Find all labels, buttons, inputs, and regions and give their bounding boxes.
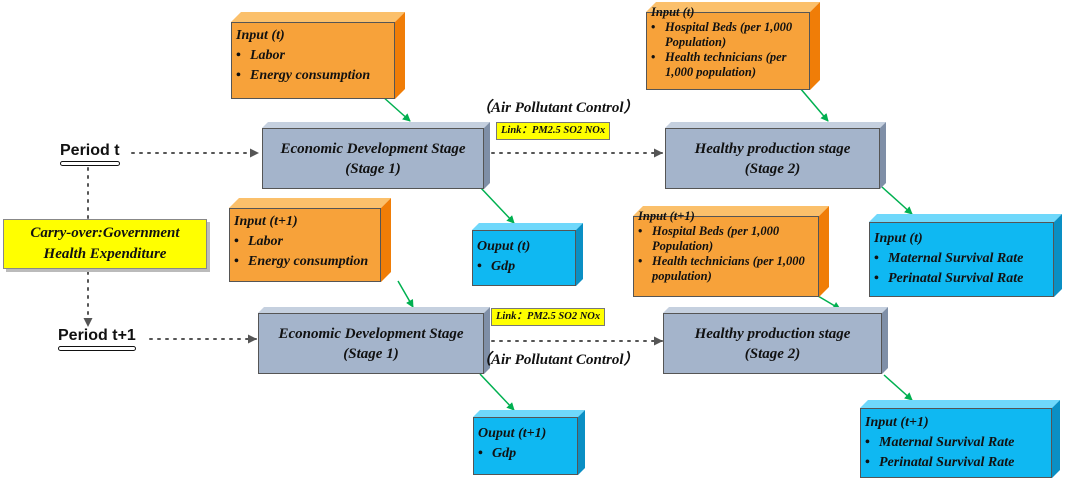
input-stage1-t-to-stage1-arrow: [381, 95, 411, 122]
output-stage2-t-item: Perinatal Survival Rate: [874, 269, 1049, 289]
stage1-t1-to-output-arrow: [479, 373, 515, 411]
stage1-t1-label: (Stage 1): [343, 345, 399, 362]
input-stage2-t-title: Input (t): [651, 5, 695, 19]
output-stage2-t1-title: Input (t+1): [865, 415, 929, 430]
input-stage2-t1-box: Input (t+1) Hospital Beds (per 1,000 Pop…: [633, 206, 829, 297]
input-stage2-t1-item: Hospital Beds (per 1,000 Population): [638, 224, 814, 254]
input-stage2-t-box: Input (t) Hospital Beds (per 1,000 Popul…: [646, 2, 820, 90]
input-stage1-t1-box: Input (t+1) Labor Energy consumption: [229, 198, 391, 282]
input-stage2-t-item: Hospital Beds (per 1,000 Population): [651, 20, 805, 50]
input-stage1-t-list: Labor Energy consumption: [236, 46, 390, 86]
stage2-t-to-output-arrow: [881, 186, 913, 215]
input-stage1-t-item: Labor: [236, 46, 390, 66]
input-stage1-t-title: Input (t): [236, 28, 285, 43]
stage1-t-name: Economic Development Stage: [280, 140, 466, 157]
stage1-t1-box: Economic Development Stage (Stage 1): [258, 307, 490, 374]
input-stage2-t1-to-stage2-arrow: [817, 295, 841, 310]
link-label-t1: Link：PM2.5 SO2 NOx: [491, 308, 606, 326]
stage2-t-name: Healthy production stage: [694, 140, 851, 157]
input-stage2-t-to-stage2-arrow: [799, 87, 829, 122]
output-stage1-t-box: Ouput (t) Gdp: [472, 223, 583, 286]
input-stage1-t-item: Energy consumption: [236, 66, 390, 86]
output-stage2-t1-item: Maternal Survival Rate: [865, 433, 1047, 453]
stage2-t-box: Healthy production stage (Stage 2): [665, 122, 886, 189]
stage1-t-label: (Stage 1): [345, 160, 401, 177]
link-label-t: Link：PM2.5 SO2 NOx: [496, 122, 611, 140]
output-stage2-t-list: Maternal Survival Rate Perinatal Surviva…: [874, 249, 1049, 289]
stage2-t1-box: Healthy production stage (Stage 2): [663, 307, 888, 374]
output-stage2-t1-box: Input (t+1) Maternal Survival Rate Perin…: [860, 400, 1060, 478]
input-stage1-t1-title: Input (t+1): [234, 214, 298, 229]
input-stage1-t-box: Input (t) Labor Energy consumption: [231, 12, 405, 99]
period-t-underline: [60, 161, 120, 166]
air-pollutant-control-label-t: （Air Pollutant Control）: [476, 100, 639, 116]
output-stage2-t-title: Input (t): [874, 231, 923, 246]
output-stage1-t-item: Gdp: [477, 257, 571, 277]
output-stage2-t-box: Input (t) Maternal Survival Rate Perinat…: [869, 214, 1062, 297]
output-stage1-t-list: Gdp: [477, 257, 571, 277]
output-stage1-t1-title: Ouput (t+1): [478, 426, 547, 441]
input-stage2-t-list: Hospital Beds (per 1,000 Population) Hea…: [651, 20, 805, 80]
output-stage1-t1-box: Ouput (t+1) Gdp: [473, 410, 585, 475]
input-stage1-t1-item: Labor: [234, 232, 376, 252]
period-t1-underline: [58, 346, 136, 351]
stage2-t-label: (Stage 2): [744, 160, 801, 177]
stage1-t1-name: Economic Development Stage: [278, 325, 464, 342]
stage1-t-box: Economic Development Stage (Stage 1): [262, 122, 490, 189]
stage2-t1-to-output-arrow: [883, 374, 913, 401]
carry-over-line-1: Carry-over:Government: [30, 225, 180, 241]
output-stage2-t-item: Maternal Survival Rate: [874, 249, 1049, 269]
carry-over-line-2: Health Expenditure: [43, 246, 167, 262]
stage2-t1-name: Healthy production stage: [694, 325, 851, 342]
input-stage1-t1-item: Energy consumption: [234, 252, 376, 272]
output-stage2-t1-item: Perinatal Survival Rate: [865, 453, 1047, 473]
input-stage1-t1-to-stage1-arrow: [397, 280, 414, 308]
output-stage1-t-title: Ouput (t): [477, 239, 531, 254]
period-t-text: Period t: [60, 142, 120, 159]
stage1-t-to-output-arrow: [479, 186, 515, 224]
output-stage1-t1-list: Gdp: [478, 444, 573, 464]
input-stage2-t1-title: Input (t+1): [638, 209, 695, 223]
input-stage2-t1-list: Hospital Beds (per 1,000 Population) Hea…: [638, 224, 814, 284]
period-t-label: Period t: [60, 142, 120, 166]
period-t1-label: Period t+1: [58, 327, 136, 351]
stage2-t1-label: (Stage 2): [744, 345, 801, 362]
output-stage1-t1-item: Gdp: [478, 444, 573, 464]
carry-over-box: Carry-over:Government Health Expenditure: [3, 219, 207, 269]
air-pollutant-control-label-t1: （Air Pollutant Control）: [476, 352, 639, 368]
period-t1-text: Period t+1: [58, 327, 136, 344]
input-stage1-t1-list: Labor Energy consumption: [234, 232, 376, 272]
input-stage2-t-item: Health technicians (per 1,000 population…: [651, 50, 805, 80]
output-stage2-t1-list: Maternal Survival Rate Perinatal Surviva…: [865, 433, 1047, 473]
input-stage2-t1-item: Health technicians (per 1,000 population…: [638, 254, 814, 284]
